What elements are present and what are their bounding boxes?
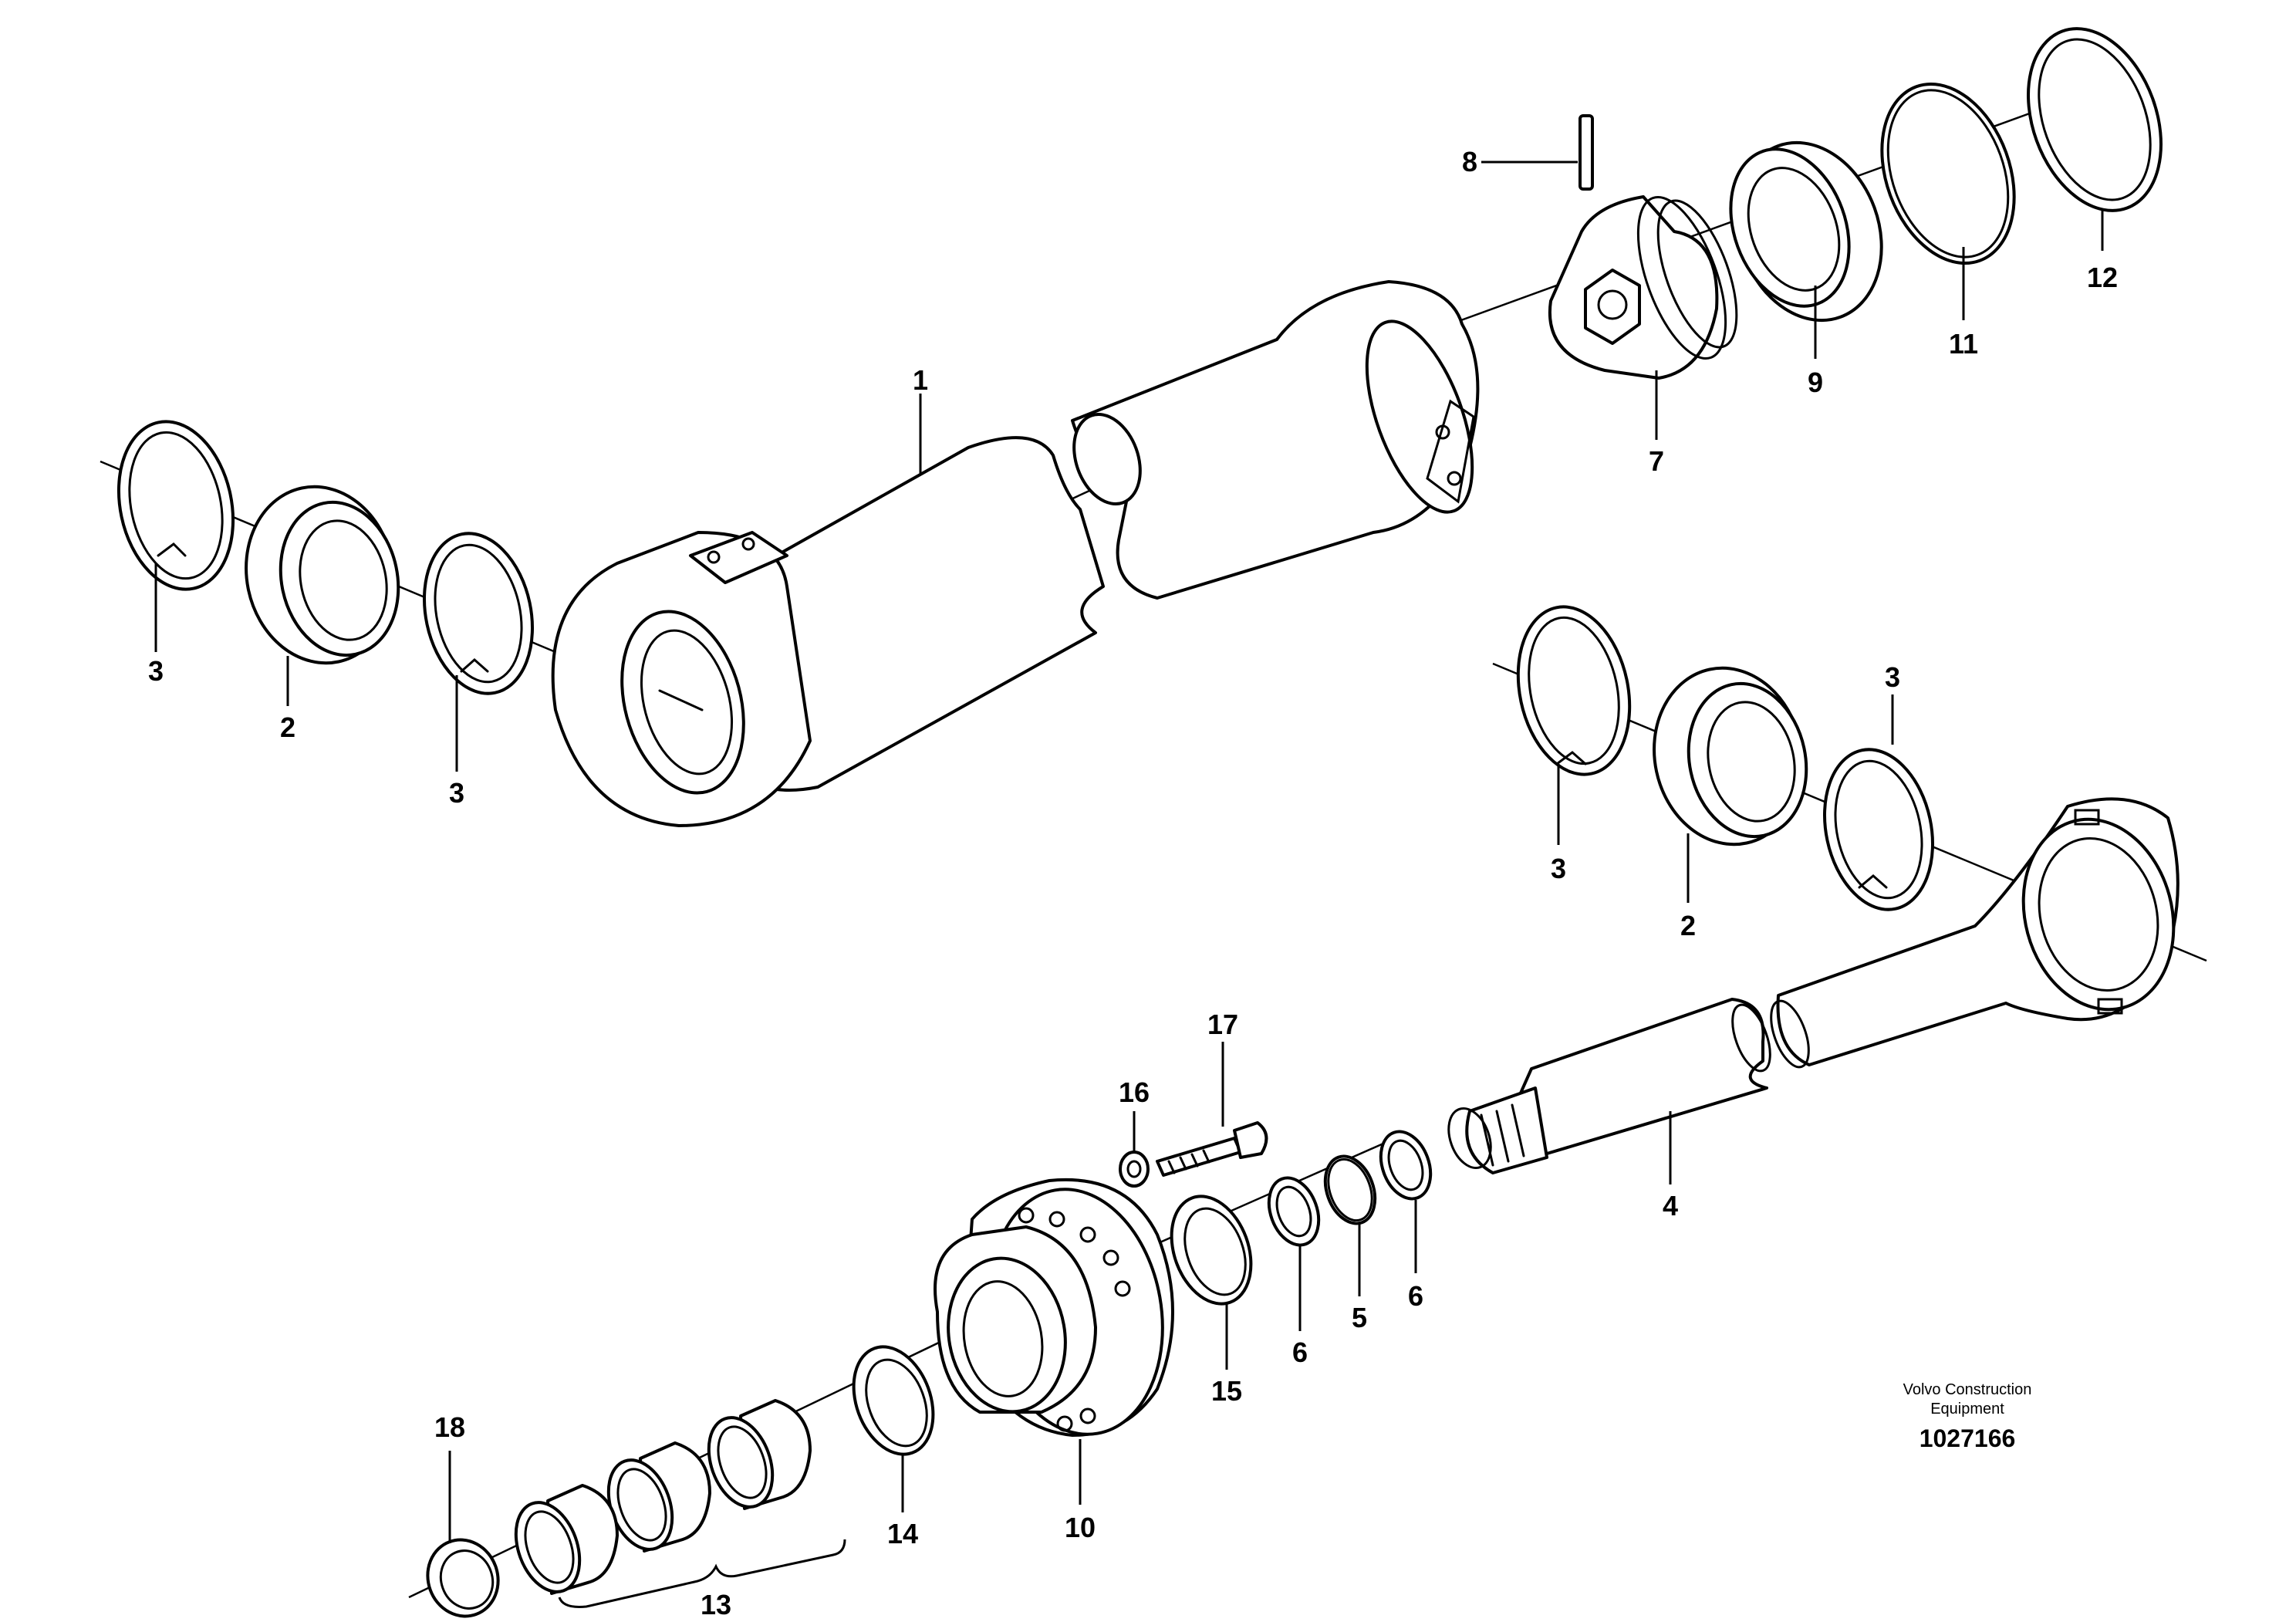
illustration-number: 1027166 (1920, 1424, 2016, 1452)
publisher-line-2: Equipment (1930, 1401, 2004, 1418)
o-ring (1880, 82, 2016, 265)
seal-ring-6-right (1379, 1130, 1433, 1201)
leader-lines (154, 161, 2104, 1608)
callout-6-right: 6 (1408, 1280, 1423, 1312)
publisher-stamp: Volvo Construction Equipment 1027166 (1903, 1381, 2032, 1452)
callout-2-right: 2 (1680, 910, 1696, 941)
callout-3-right-inner: 3 (1885, 661, 1900, 693)
bushing-set (514, 1399, 812, 1595)
callout-12: 12 (2087, 262, 2118, 293)
cylinder-head (934, 1178, 1174, 1437)
seal-14 (852, 1345, 935, 1456)
bearing-right (1653, 666, 1808, 846)
bearing-upper-left (245, 485, 400, 665)
cap-screw-17 (1156, 1121, 1268, 1177)
circlip-right-inner (1822, 748, 1935, 911)
callout-16: 16 (1119, 1076, 1150, 1108)
callout-8: 8 (1462, 146, 1477, 177)
seal-ring-6-left (1267, 1176, 1321, 1247)
callout-7: 7 (1649, 445, 1664, 477)
locking-pin (1578, 114, 1594, 191)
circlip-upper-left-inner (422, 532, 535, 695)
piston-rod (1447, 797, 2180, 1174)
callout-15: 15 (1211, 1375, 1242, 1407)
callout-5: 5 (1352, 1302, 1367, 1333)
washer-16 (1119, 1151, 1150, 1188)
callout-18: 18 (434, 1411, 465, 1443)
seal-ring (2027, 27, 2163, 212)
seal-18 (426, 1538, 500, 1618)
wiper-seal-15 (1170, 1195, 1253, 1306)
cylinder-tube (551, 280, 1480, 827)
circlip-right-outer (1516, 605, 1632, 776)
callout-13: 13 (701, 1589, 731, 1620)
callout-9: 9 (1808, 367, 1823, 398)
piston-nut (1548, 195, 1738, 380)
publisher-line-1: Volvo Construction (1903, 1381, 2032, 1398)
callout-3-right-outer: 3 (1551, 853, 1566, 884)
circlip-upper-left-outer (116, 420, 235, 591)
callout-1: 1 (913, 364, 928, 396)
guide-ring (1729, 140, 1883, 323)
callout-2-upper-left: 2 (280, 711, 295, 743)
callout-3-upper-left-inner: 3 (449, 777, 464, 809)
callout-labels: 1 8 7 9 11 12 3 2 3 3 3 2 4 5 6 6 15 16 … (148, 146, 2118, 1620)
callout-17: 17 (1207, 1009, 1238, 1040)
callout-14: 14 (887, 1518, 918, 1549)
callout-4: 4 (1663, 1190, 1678, 1222)
callout-11: 11 (1949, 328, 1978, 360)
o-ring-5 (1323, 1154, 1377, 1225)
callout-6-left: 6 (1292, 1336, 1308, 1368)
callout-10: 10 (1065, 1512, 1096, 1543)
callout-3-upper-left-outer: 3 (148, 655, 164, 687)
